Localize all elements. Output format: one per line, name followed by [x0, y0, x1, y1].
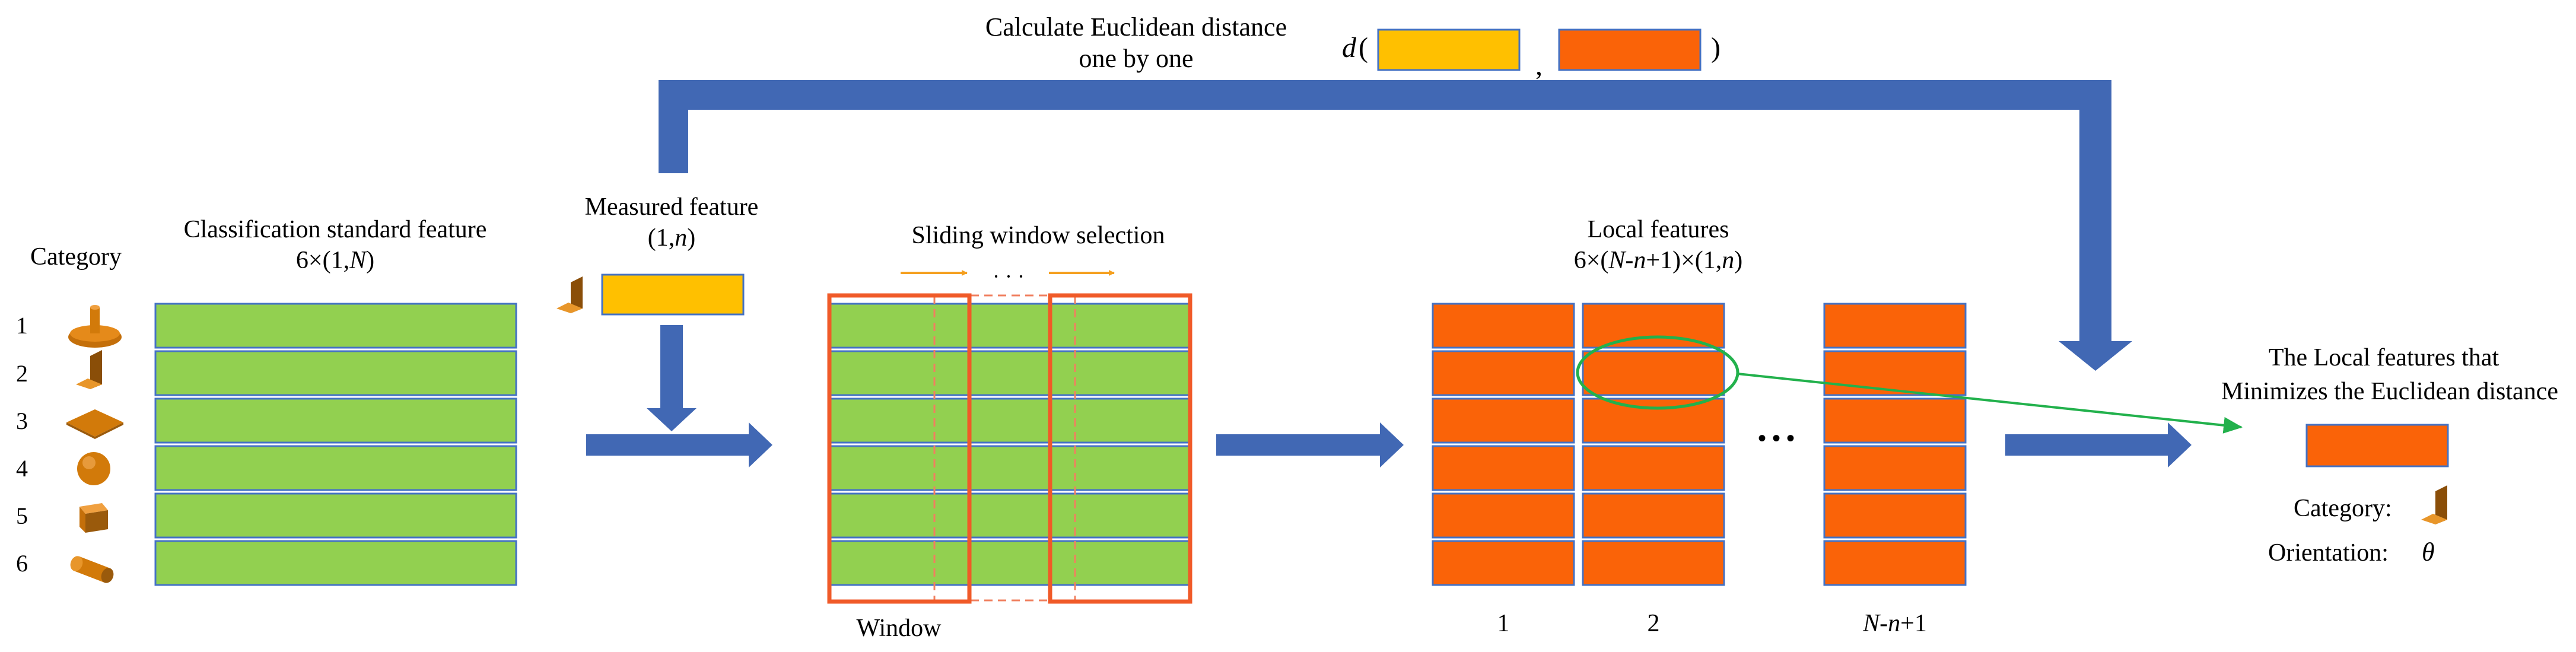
local-features-column-1	[1432, 303, 1575, 586]
standard-feature-row	[154, 303, 517, 349]
category-number-6: 6	[16, 550, 28, 577]
local-feature-row	[1432, 303, 1575, 349]
sliding-feature-row	[828, 445, 1191, 491]
local-feature-row	[1582, 445, 1725, 491]
local-feature-row	[1582, 350, 1725, 396]
category-number-4: 4	[16, 455, 28, 482]
local-column-label-1: 1	[1497, 610, 1510, 637]
standard-feature-row	[154, 397, 517, 444]
standard-feature-row	[154, 540, 517, 586]
local-feature-row	[1582, 540, 1725, 586]
distance-local-feature-bar	[1558, 28, 1702, 71]
result-orientation-label: Orientation:	[2268, 539, 2389, 567]
measured-feature-bar	[601, 273, 745, 316]
down-arrow	[647, 325, 697, 431]
local-feature-row	[1823, 303, 1967, 349]
local-column-label-2: 2	[1648, 610, 1660, 637]
local-feature-row	[1432, 397, 1575, 444]
disc-peg-icon	[68, 305, 122, 348]
local-feature-row	[1432, 445, 1575, 491]
best-match-highlight	[1576, 335, 1739, 410]
standard-feature-title: Classification standard feature	[184, 216, 487, 243]
local-feature-row	[1823, 350, 1967, 396]
local-features-column-2	[1582, 303, 1725, 586]
window-frame-left	[827, 293, 972, 604]
local-feature-row	[1823, 397, 1967, 444]
category-header: Category	[30, 243, 122, 271]
local-feature-row	[1823, 540, 1967, 586]
local-feature-row	[1582, 303, 1725, 349]
sliding-window-title: Sliding window selection	[912, 222, 1165, 249]
measured-feature-title: Measured feature	[585, 193, 759, 221]
standard-feature-row	[154, 350, 517, 396]
right-arrow-1	[586, 422, 772, 467]
top-loop-arrow	[659, 80, 2132, 371]
window-label: Window	[857, 615, 942, 642]
standard-feature-dims: 6×(1,N)	[296, 247, 374, 274]
diamond-plate-icon	[66, 409, 123, 439]
measured-feature-dims: (1,n)	[648, 224, 696, 252]
result-orientation-value: θ	[2422, 537, 2435, 567]
distance-open-paren: (	[1359, 32, 1368, 63]
distance-close-paren: )	[1711, 32, 1720, 63]
window-dashed-lines	[933, 294, 1076, 602]
result-title-line2: Minimizes the Euclidean distance	[2221, 378, 2558, 405]
best-match-connector	[1737, 373, 2243, 434]
sliding-feature-rows	[828, 303, 1191, 586]
category-number-5: 5	[16, 502, 28, 529]
angle-bracket-icon	[556, 276, 583, 313]
distance-comma: ,	[1535, 50, 1543, 81]
sliding-feature-row	[828, 303, 1191, 349]
category-number-3: 3	[16, 408, 28, 434]
top-caption-line1: Calculate Euclidean distance	[985, 12, 1287, 42]
local-feature-row	[1582, 397, 1725, 444]
standard-feature-row	[154, 492, 517, 539]
distance-measured-feature-bar	[1377, 28, 1521, 71]
window-frame-right	[1048, 293, 1192, 604]
distance-symbol: d	[1342, 32, 1357, 63]
slide-dots: · · ·	[993, 265, 1025, 288]
category-number-2: 2	[16, 360, 28, 387]
local-features-title: Local features	[1587, 216, 1729, 243]
angle-bracket-icon	[76, 350, 102, 389]
sliding-feature-row	[828, 397, 1191, 444]
local-feature-row	[1432, 540, 1575, 586]
local-feature-row	[1582, 492, 1725, 539]
angle-bracket-icon	[2421, 485, 2447, 524]
sliding-feature-row	[828, 492, 1191, 539]
cylinder-icon	[70, 556, 114, 583]
local-features-dims: 6×(N-n+1)×(1,n)	[1574, 247, 1743, 274]
sliding-feature-row	[828, 350, 1191, 396]
top-caption-line2: one by one	[1079, 44, 1193, 73]
local-features-ellipsis: • • •	[1758, 425, 1795, 451]
right-arrow-2	[1216, 422, 1404, 467]
sliding-feature-row	[828, 540, 1191, 586]
category-number-1: 1	[16, 312, 28, 339]
right-arrow-3	[2005, 422, 2192, 467]
local-feature-row	[1432, 350, 1575, 396]
standard-feature-row	[154, 445, 517, 491]
sphere-icon	[77, 452, 110, 485]
cube-icon	[79, 503, 108, 533]
standard-feature-rows	[154, 303, 517, 586]
result-title-line1: The Local features that	[2269, 344, 2499, 371]
local-feature-row	[1823, 445, 1967, 491]
result-category-label: Category:	[2294, 495, 2392, 522]
category-numbers: 1 2 3 4 5 6	[16, 312, 28, 577]
local-features-column-last	[1823, 303, 1967, 586]
local-feature-row	[1432, 492, 1575, 539]
local-column-label-last: N-n+1	[1862, 610, 1927, 637]
result-feature-bar	[2305, 424, 2449, 467]
local-feature-row	[1823, 492, 1967, 539]
